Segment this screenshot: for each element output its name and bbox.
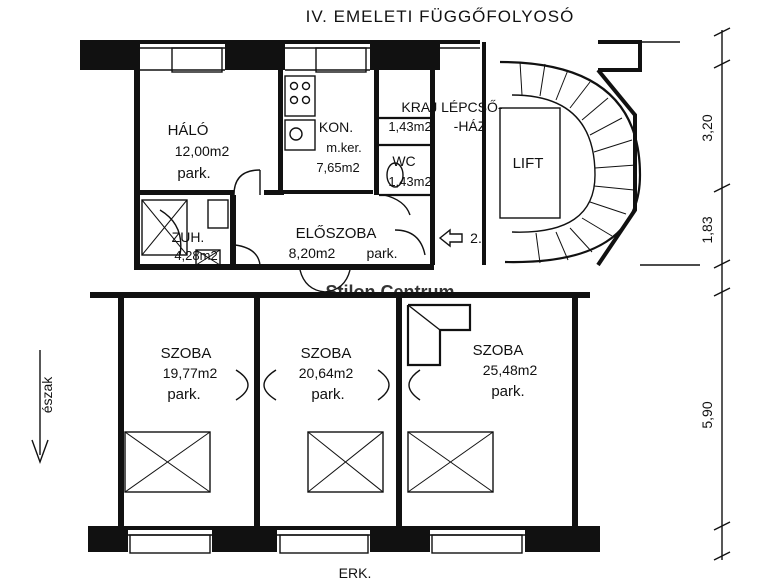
room-lepcsohaz-suffix: -HÁZ [454, 118, 487, 134]
plan-title: IV. EMELETI FÜGGŐFOLYOSÓ [306, 7, 575, 26]
room-wc: WC 1,43m2 [388, 153, 431, 189]
entry-marker: 2. [438, 228, 482, 248]
room-szoba-2-floor: park. [311, 386, 344, 403]
room-halo-name: HÁLÓ [168, 122, 209, 139]
room-konyha-area: 7,65m2 [316, 160, 359, 175]
north-label: észak [39, 376, 55, 414]
upper-walls [134, 70, 435, 270]
room-zuh-area: 4,28m2 [174, 248, 217, 263]
room-szoba-3-area: 25,48m2 [483, 362, 538, 378]
room-szoba-2-area: 20,64m2 [299, 365, 354, 381]
room-eloszoba-area: 8,20m2 [289, 245, 336, 261]
room-szoba-1-name: SZOBA [161, 345, 212, 362]
room-szoba-1-floor: park. [167, 386, 200, 403]
room-szoba-3: SZOBA 25,48m2 park. [473, 342, 538, 400]
room-szoba-3-floor: park. [491, 383, 524, 400]
room-eloszoba: ELŐSZOBA 8,20m2 park. [289, 225, 398, 261]
watermark: Stilon Centrum [326, 282, 455, 302]
room-szoba-2: SZOBA 20,64m2 park. [299, 345, 354, 403]
dimension-2: 1,83 [699, 216, 715, 243]
dimension-3: 5,90 [699, 401, 715, 428]
room-szoba-1: SZOBA 19,77m2 park. [161, 345, 218, 403]
room-lepcsohaz-area: 1,43m2 [388, 119, 431, 134]
room-lepcsohaz: KRAJ LÉPCSŐ- 1,43m2 -HÁZ [388, 99, 503, 134]
room-szoba-3-name: SZOBA [473, 342, 524, 359]
entry-marker-label: 2. [470, 230, 482, 246]
dimension-1: 3,20 [699, 114, 715, 141]
room-halo-area: 12,00m2 [175, 143, 230, 159]
top-wall [80, 40, 480, 73]
room-halo: HÁLÓ 12,00m2 park. [168, 122, 230, 182]
footer-label: ERK. [339, 565, 372, 580]
doors [159, 169, 426, 293]
room-szoba-1-area: 19,77m2 [163, 365, 218, 381]
room-konyha-name: KON. [319, 119, 353, 135]
lower-walls [88, 292, 600, 554]
room-konyha-subname: m.ker. [326, 140, 361, 155]
room-konyha: KON. m.ker. 7,65m2 [316, 119, 361, 175]
room-zuh: ZUH. 4,28m2 [172, 229, 218, 263]
room-halo-floor: park. [177, 165, 210, 182]
room-szoba-2-name: SZOBA [301, 345, 352, 362]
lower-doors [235, 369, 421, 401]
room-lepcsohaz-name: KRAJ LÉPCSŐ- [401, 99, 502, 115]
room-zuh-name: ZUH. [172, 229, 205, 245]
kitchen-appliances [284, 75, 316, 151]
room-eloszoba-name: ELŐSZOBA [296, 225, 377, 242]
stair-outline [482, 40, 700, 267]
dimension-line: 3,20 1,83 5,90 [699, 27, 731, 561]
room-wc-area: 1,43m2 [388, 174, 431, 189]
room-lift-name: LIFT [513, 155, 544, 172]
window-boxes [124, 431, 494, 493]
bathroom-fixtures [141, 162, 404, 266]
room-wc-name: WC [392, 153, 415, 169]
north-indicator: észak [31, 350, 55, 465]
room-eloszoba-floor: park. [366, 245, 397, 261]
